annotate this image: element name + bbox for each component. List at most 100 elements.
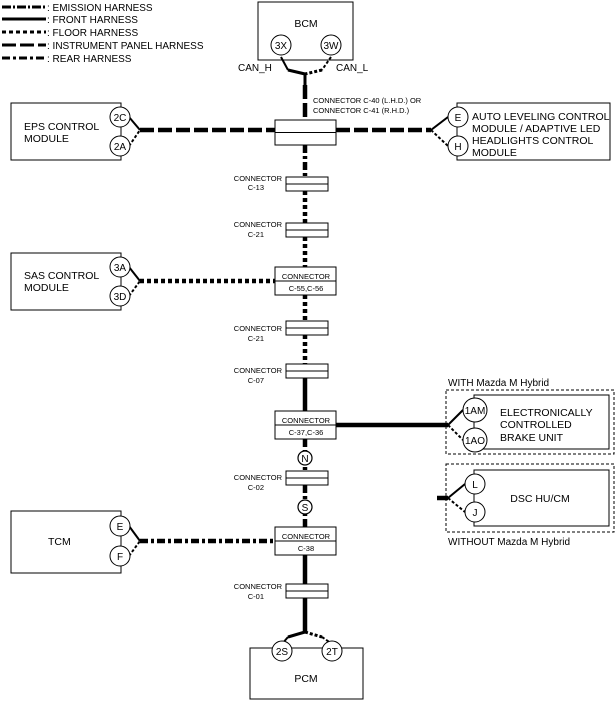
sas-wire-b xyxy=(128,280,141,297)
ebu-wire-b xyxy=(447,424,464,441)
pcm-pin-2t xyxy=(321,640,343,662)
splice-n-circle xyxy=(297,450,313,466)
tcm-pin-e xyxy=(109,515,131,537)
pcm-pin-2t-label: 2T xyxy=(326,647,338,658)
auto-leveling-pin-e-label: E xyxy=(455,113,462,124)
dsc-wire-a xyxy=(447,483,466,499)
dsc-hu-cm-module: DSC HU/CM L J xyxy=(437,469,610,527)
connector-c21a-label-1: CONNECTOR xyxy=(234,220,283,229)
auto-leveling-label-1: AUTO LEVELING CONTROL xyxy=(472,111,610,123)
connector-c21-upper: CONNECTOR C-21 xyxy=(234,220,329,239)
connector-c13: CONNECTOR C-13 xyxy=(234,174,329,192)
bcm-wire-l xyxy=(321,56,332,71)
connector-c13-label-2: C-13 xyxy=(248,183,264,192)
tcm-wire-a xyxy=(128,525,141,542)
eps-wire-b xyxy=(128,129,141,147)
tcm-pin-f xyxy=(109,545,131,567)
sas-label-1: SAS CONTROL xyxy=(24,270,99,282)
tcm-module: TCM E F xyxy=(10,510,141,574)
pcm-pin-2s-label: 2S xyxy=(276,647,289,658)
legend: : EMISSION HARNESS : FRONT HARNESS : FLO… xyxy=(2,3,204,65)
dsc-pin-l xyxy=(464,473,486,495)
eps-box xyxy=(10,102,122,161)
sas-pin-3d xyxy=(109,285,131,307)
splice-n-label: N xyxy=(301,454,308,465)
ebu-pin-1am-label: 1AM xyxy=(465,406,486,417)
bcm-wire-join-l xyxy=(304,68,323,76)
pcm-pin-2s xyxy=(271,640,293,662)
tcm-pin-f-label: F xyxy=(117,552,123,563)
sas-wire-a xyxy=(128,266,141,282)
pcm-wire-join-h xyxy=(287,630,306,639)
can-l-label: CAN_L xyxy=(336,63,369,74)
eps-control-module: EPS CONTROL MODULE 2C 2A xyxy=(10,102,141,161)
legend-emission-label: : EMISSION HARNESS xyxy=(47,3,153,14)
auto-leveling-box xyxy=(456,102,611,161)
bcm-wire-h xyxy=(280,56,289,71)
auto-leveling-pin-h xyxy=(447,135,469,157)
sas-box xyxy=(10,252,122,311)
bcm-pin-3w xyxy=(320,34,342,56)
auto-leveling-label-4: MODULE xyxy=(472,147,517,159)
auto-leveling-wire-a xyxy=(430,116,449,131)
group-with-hybrid-frame xyxy=(445,389,615,455)
connector-c07-label-1: CONNECTOR xyxy=(234,366,283,375)
ebu-wire-a xyxy=(447,409,464,426)
legend-instrument-label: : INSTRUMENT PANEL HARNESS xyxy=(47,41,204,52)
connector-c07-label-2: C-07 xyxy=(248,376,264,385)
pcm-module: PCM 2S 2T xyxy=(249,630,364,700)
connector-c07: CONNECTOR C-07 xyxy=(234,363,329,385)
eps-pin-2a-label: 2A xyxy=(114,142,127,153)
tcm-wire-b xyxy=(128,540,141,557)
auto-leveling-label-2: MODULE / ADAPTIVE LED xyxy=(472,123,601,135)
auto-leveling-pin-e xyxy=(447,106,469,128)
legend-rear-label: : REAR HARNESS xyxy=(47,54,132,65)
connector-c02-label-2: C-02 xyxy=(248,483,264,492)
group-without-hybrid-label: WITHOUT Mazda M Hybrid xyxy=(448,537,570,548)
pcm-wire-join-l xyxy=(304,630,323,639)
connector-c01-label-1: CONNECTOR xyxy=(234,582,283,591)
connector-c37-label-1: CONNECTOR xyxy=(282,416,331,425)
splice-s-circle xyxy=(297,499,313,515)
ebu-pin-1ao-label: 1AO xyxy=(465,436,485,447)
dsc-label: DSC HU/CM xyxy=(510,493,570,505)
connector-c40-c41: CONNECTOR C-40 (L.H.D.) OR CONNECTOR C-4… xyxy=(140,96,431,146)
pcm-label: PCM xyxy=(294,673,317,685)
tcm-label: TCM xyxy=(48,536,71,548)
connector-c21b-label-1: CONNECTOR xyxy=(234,324,283,333)
eps-wire-a xyxy=(128,116,141,131)
group-with-hybrid-label: WITH Mazda M Hybrid xyxy=(448,378,549,389)
ebu-pin-1am xyxy=(462,397,488,423)
connector-c01-label-2: C-01 xyxy=(248,592,264,601)
can-h-label: CAN_H xyxy=(238,63,272,74)
bcm-pin-3w-label: 3W xyxy=(324,41,340,52)
auto-leveling-pin-h-label: H xyxy=(454,142,461,153)
tcm-box xyxy=(10,510,122,574)
bcm-label: BCM xyxy=(294,18,317,30)
ebu-box xyxy=(473,394,610,450)
connector-c02: CONNECTOR C-02 xyxy=(234,470,329,492)
ebu-label-3: BRAKE UNIT xyxy=(500,432,564,444)
connector-c38-label-1: CONNECTOR xyxy=(282,532,331,541)
connector-c40-label-1: CONNECTOR C-40 (L.H.D.) OR xyxy=(313,96,422,105)
pcm-box xyxy=(249,647,364,700)
auto-leveling-label-3: HEADLIGHTS CONTROL xyxy=(472,135,594,147)
connector-c55-label-1: CONNECTOR xyxy=(282,272,331,281)
dsc-pin-j-label: J xyxy=(473,508,478,519)
ebu-label-1: ELECTRONICALLY xyxy=(500,407,593,419)
connector-c38-label-2: C-38 xyxy=(298,544,314,553)
connector-c21b-label-2: C-21 xyxy=(248,334,264,343)
eps-label-1: EPS CONTROL xyxy=(24,121,99,133)
connector-c37-c36: CONNECTOR C-37,C-36 xyxy=(274,410,448,440)
connector-c21a-label-2: C-21 xyxy=(248,230,264,239)
connector-c01: CONNECTOR C-01 xyxy=(234,582,329,601)
eps-pin-2c xyxy=(109,106,131,128)
connector-c13-label-1: CONNECTOR xyxy=(234,174,283,183)
group-with-hybrid: WITH Mazda M Hybrid xyxy=(445,378,615,455)
dsc-pin-j xyxy=(464,501,486,523)
sas-label-2: MODULE xyxy=(24,282,69,294)
eps-pin-2a xyxy=(109,135,131,157)
splice-s-label: S xyxy=(302,503,309,514)
connector-c38: CONNECTOR C-38 xyxy=(140,526,337,556)
